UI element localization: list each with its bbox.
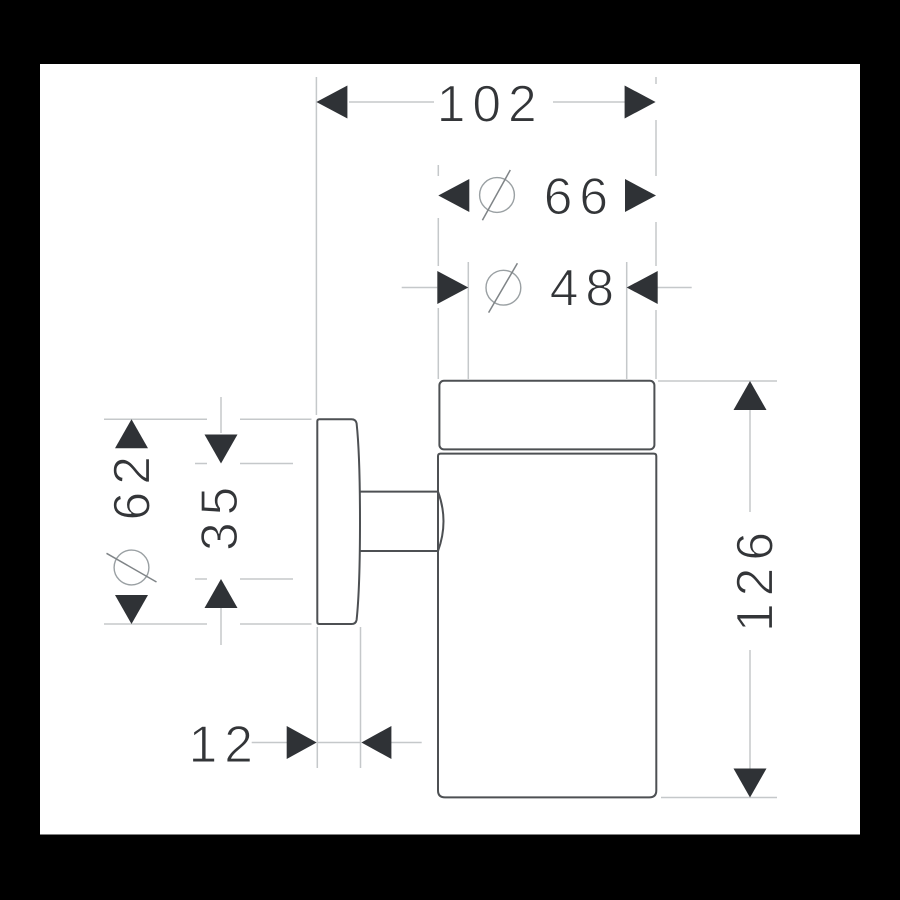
svg-text:102: 102 — [437, 75, 544, 133]
svg-text:66: 66 — [544, 167, 615, 225]
svg-text:35: 35 — [190, 480, 248, 551]
svg-text:62: 62 — [103, 449, 161, 520]
svg-text:48: 48 — [550, 259, 621, 317]
svg-text:12: 12 — [189, 715, 260, 773]
svg-text:126: 126 — [726, 525, 784, 632]
